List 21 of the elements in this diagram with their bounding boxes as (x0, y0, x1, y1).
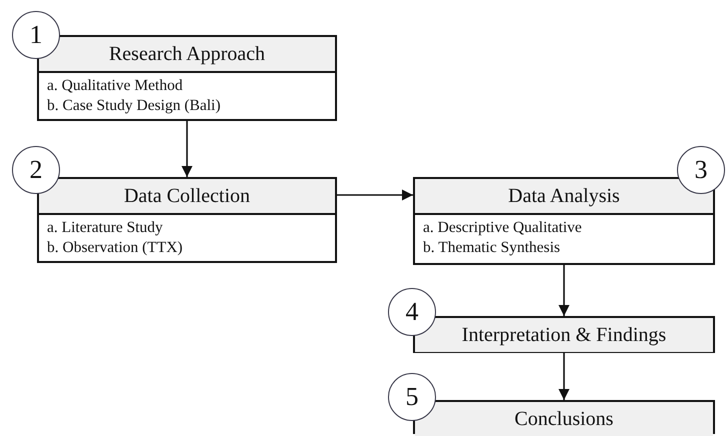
process-box (37, 177, 337, 263)
arrow (558, 265, 570, 316)
list-item: a. Literature Study (47, 218, 164, 238)
step-heading: Research Approach (39, 37, 335, 71)
step-heading: Data Collection (39, 179, 335, 213)
step-number-circle: 5 (388, 373, 436, 421)
list-item: b. Case Study Design (Bali) (47, 96, 222, 116)
step-heading: Interpretation & Findings (415, 318, 713, 352)
process-box (413, 177, 715, 265)
list-item: b. Thematic Synthesis (423, 238, 562, 258)
arrow (337, 189, 413, 201)
arrow (558, 353, 570, 400)
step-number-circle: 2 (12, 146, 60, 194)
step-number-circle: 3 (677, 146, 725, 194)
list-item: a. Qualitative Method (47, 76, 184, 96)
list-item: a. Descriptive Qualitative (423, 218, 583, 238)
arrow (181, 121, 193, 177)
step-heading: Data Analysis (415, 179, 713, 213)
step-number-circle: 4 (388, 288, 436, 336)
list-item: b. Observation (TTX) (47, 238, 184, 258)
step-number-circle: 1 (12, 11, 60, 59)
